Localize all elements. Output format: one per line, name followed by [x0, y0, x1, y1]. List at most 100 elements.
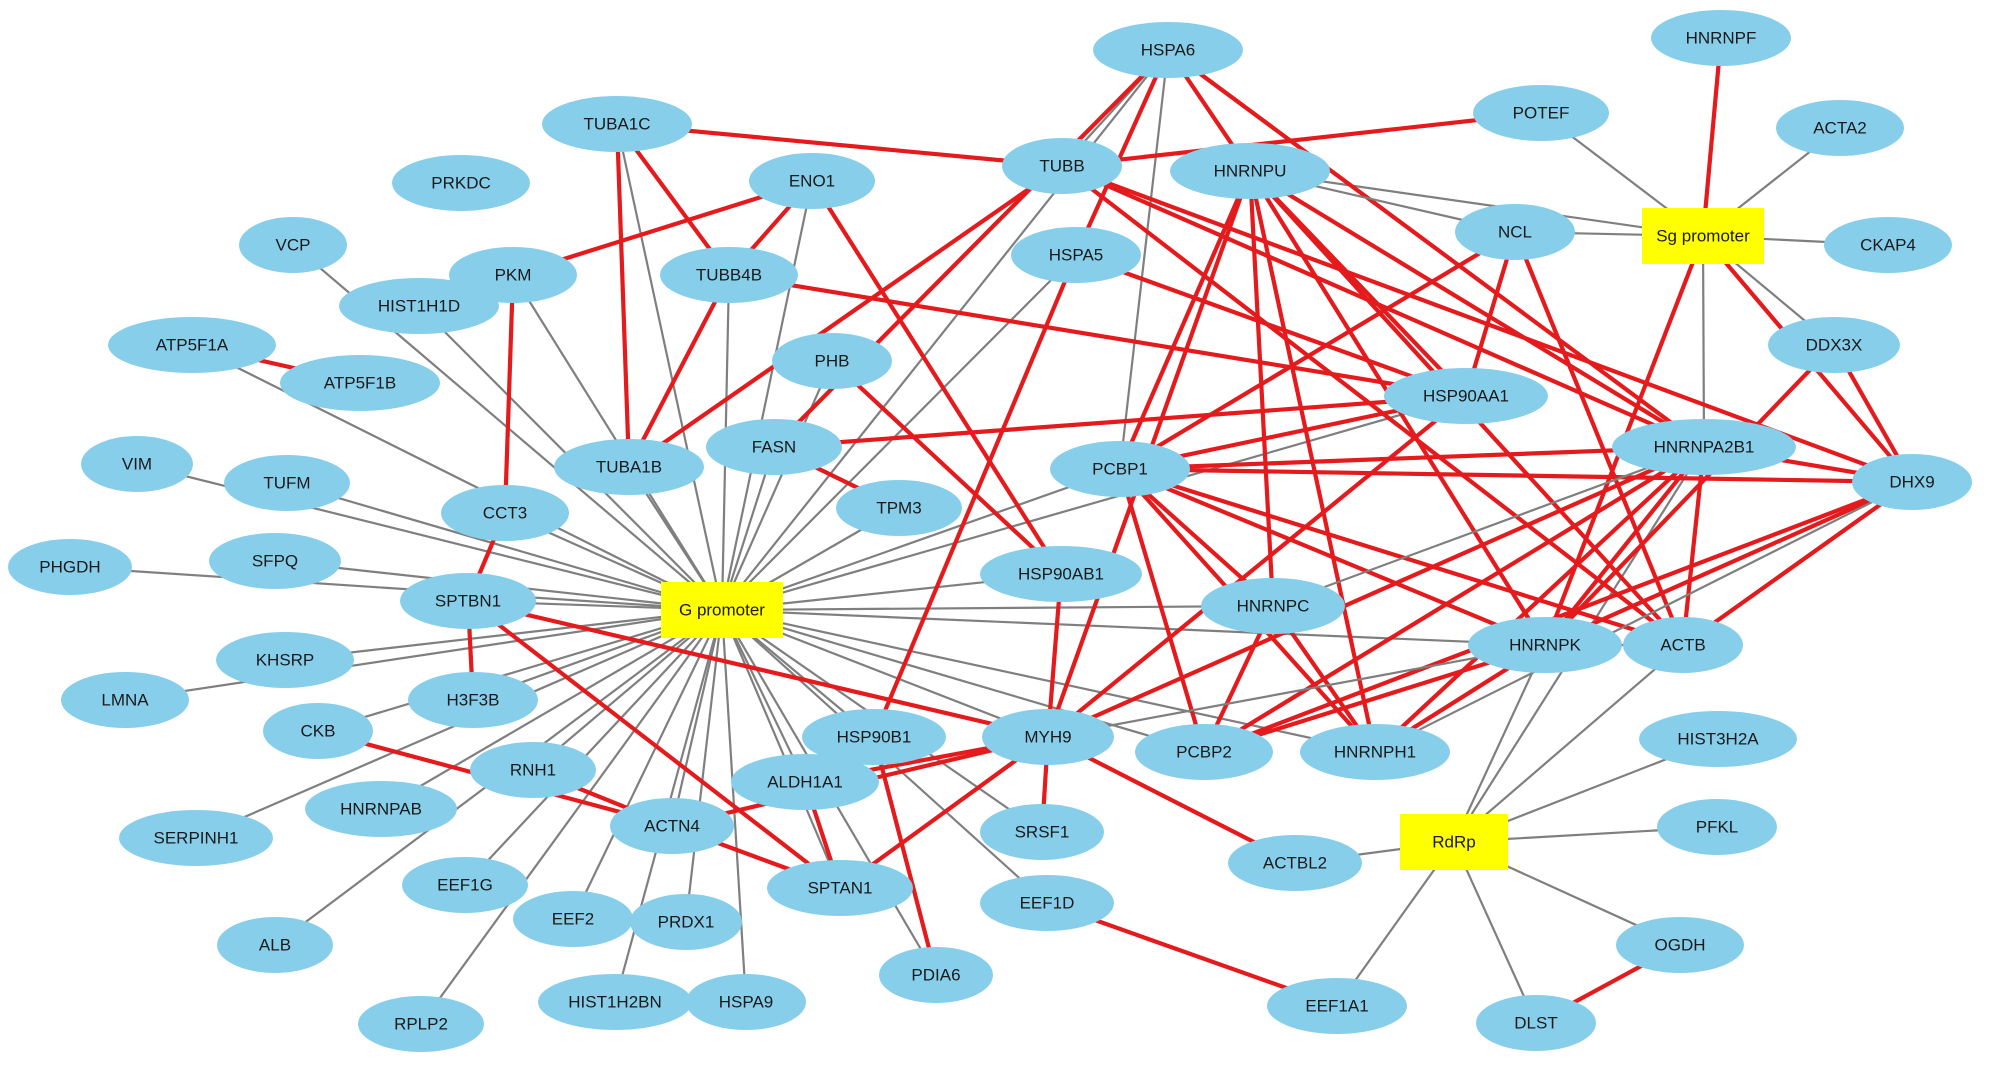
node-label: HSPA9	[719, 993, 774, 1012]
node-alb[interactable]: ALB	[217, 917, 333, 973]
node-hist3h2a[interactable]: HIST3H2A	[1639, 711, 1797, 767]
node-ckap4[interactable]: CKAP4	[1824, 217, 1952, 273]
node-label: HSPA5	[1049, 246, 1104, 265]
node-eef1d[interactable]: EEF1D	[980, 875, 1114, 931]
protein-ellipse	[441, 485, 569, 541]
node-hspa9[interactable]: HSPA9	[686, 974, 806, 1030]
edge-gp-hsp90aa1	[721, 394, 1467, 612]
edge-gp-phgdh	[69, 565, 723, 612]
node-rdrp[interactable]: RdRp	[1400, 814, 1508, 870]
node-hnrnpf[interactable]: HNRNPF	[1651, 10, 1791, 66]
node-tuba1c[interactable]: TUBA1C	[542, 96, 692, 152]
node-phgdh[interactable]: PHGDH	[8, 539, 132, 595]
edge-hnrnpa2b1-myh9	[1047, 445, 1705, 739]
edge-hnrnpa2b1-hnrnpc	[1272, 445, 1705, 608]
node-ncl[interactable]: NCL	[1455, 204, 1575, 260]
node-actn4[interactable]: ACTN4	[610, 798, 734, 854]
node-ddx3x[interactable]: DDX3X	[1768, 317, 1900, 373]
node-label: SFPQ	[252, 552, 298, 571]
node-eno1[interactable]: ENO1	[749, 153, 875, 209]
node-ogdh[interactable]: OGDH	[1616, 917, 1744, 973]
node-lmna[interactable]: LMNA	[61, 672, 189, 728]
node-pcbp1[interactable]: PCBP1	[1050, 441, 1190, 497]
node-dlst[interactable]: DLST	[1476, 995, 1596, 1051]
protein-ellipse	[749, 153, 875, 209]
node-vcp[interactable]: VCP	[239, 217, 347, 273]
node-label: HNRNPH1	[1334, 743, 1416, 762]
protein-ellipse	[772, 333, 892, 389]
node-tubb4b[interactable]: TUBB4B	[660, 247, 798, 303]
node-pcbp2[interactable]: PCBP2	[1135, 724, 1273, 780]
node-eef1g[interactable]: EEF1G	[402, 857, 528, 913]
node-rnh1[interactable]: RNH1	[470, 742, 596, 798]
node-rplp2[interactable]: RPLP2	[358, 996, 484, 1052]
node-khsrp[interactable]: KHSRP	[216, 632, 354, 688]
node-hist1h1d[interactable]: HIST1H1D	[339, 278, 499, 334]
node-hsp90ab1[interactable]: HSP90AB1	[980, 546, 1142, 602]
node-label: HSPA6	[1141, 41, 1196, 60]
node-prdx1[interactable]: PRDX1	[630, 894, 742, 950]
node-hspa6[interactable]: HSPA6	[1093, 22, 1243, 78]
edge-tubb4b-tuba1b	[627, 274, 731, 468]
node-hnrnpk[interactable]: HNRNPK	[1468, 617, 1622, 673]
protein-ellipse	[280, 355, 440, 411]
node-hist1h2bn[interactable]: HIST1H2BN	[538, 974, 692, 1030]
protein-ellipse	[836, 480, 962, 536]
node-eef2[interactable]: EEF2	[513, 891, 633, 947]
node-hnrnpa2b1[interactable]: HNRNPA2B1	[1612, 419, 1796, 475]
protein-ellipse	[1657, 799, 1777, 855]
node-fasn[interactable]: FASN	[706, 419, 842, 475]
node-hnrnpc[interactable]: HNRNPC	[1201, 578, 1345, 634]
node-tuba1b[interactable]: TUBA1B	[554, 439, 704, 495]
node-acta2[interactable]: ACTA2	[1776, 100, 1904, 156]
edge-gp-hspa5	[721, 254, 1077, 611]
node-vim[interactable]: VIM	[81, 436, 193, 492]
node-prkdc[interactable]: PRKDC	[392, 155, 530, 211]
node-actbl2[interactable]: ACTBL2	[1228, 835, 1362, 891]
node-label: HNRNPU	[1214, 162, 1287, 181]
edge-hspa6-pcbp1	[1118, 49, 1170, 470]
node-hnrnph1[interactable]: HNRNPH1	[1300, 724, 1450, 780]
edge-hnrnpk-myh9	[1047, 643, 1546, 739]
node-aldh1a1[interactable]: ALDH1A1	[731, 754, 879, 810]
node-hspa5[interactable]: HSPA5	[1011, 227, 1141, 283]
node-srsf1[interactable]: SRSF1	[980, 804, 1104, 860]
node-hnrnpu[interactable]: HNRNPU	[1170, 143, 1330, 199]
node-phb[interactable]: PHB	[772, 333, 892, 389]
node-pdia6[interactable]: PDIA6	[879, 947, 993, 1003]
node-hnrnpab[interactable]: HNRNPAB	[305, 781, 457, 837]
node-sgp[interactable]: Sg promoter	[1642, 208, 1764, 264]
node-cct3[interactable]: CCT3	[441, 485, 569, 541]
node-sptan1[interactable]: SPTAN1	[767, 860, 913, 916]
node-label: DDX3X	[1806, 336, 1863, 355]
edge-gp-hnrnpab	[380, 609, 723, 810]
node-tufm[interactable]: TUFM	[224, 455, 350, 511]
node-eef1a1[interactable]: EEF1A1	[1267, 978, 1407, 1034]
node-label: DLST	[1514, 1014, 1557, 1033]
node-pfkl[interactable]: PFKL	[1657, 799, 1777, 855]
node-actb[interactable]: ACTB	[1623, 617, 1743, 673]
node-serpinh1[interactable]: SERPINH1	[119, 810, 273, 866]
edge-gp-sptan1	[720, 609, 842, 889]
node-tpm3[interactable]: TPM3	[836, 480, 962, 536]
protein-ellipse	[879, 947, 993, 1003]
edge-gp-hnrnpc	[721, 604, 1274, 612]
node-myh9[interactable]: MYH9	[982, 709, 1114, 765]
node-ckb[interactable]: CKB	[263, 703, 373, 759]
edge-tubb-tuba1b	[627, 164, 1064, 469]
node-label: EEF1A1	[1305, 997, 1368, 1016]
node-atp5f1b[interactable]: ATP5F1B	[280, 355, 440, 411]
node-label: LMNA	[101, 691, 149, 710]
node-sptbn1[interactable]: SPTBN1	[400, 573, 536, 629]
node-dhx9[interactable]: DHX9	[1852, 454, 1972, 510]
node-tubb[interactable]: TUBB	[1002, 138, 1122, 194]
node-label: ACTA2	[1813, 119, 1867, 138]
node-hsp90b1[interactable]: HSP90B1	[802, 709, 946, 765]
edge-gp-ckb	[317, 608, 723, 733]
node-atp5f1a[interactable]: ATP5F1A	[108, 317, 276, 373]
node-hsp90aa1[interactable]: HSP90AA1	[1384, 368, 1548, 424]
node-h3f3b[interactable]: H3F3B	[408, 672, 538, 728]
node-potef[interactable]: POTEF	[1473, 85, 1609, 141]
node-gp[interactable]: G promoter	[661, 582, 783, 638]
node-sfpq[interactable]: SFPQ	[209, 533, 341, 589]
